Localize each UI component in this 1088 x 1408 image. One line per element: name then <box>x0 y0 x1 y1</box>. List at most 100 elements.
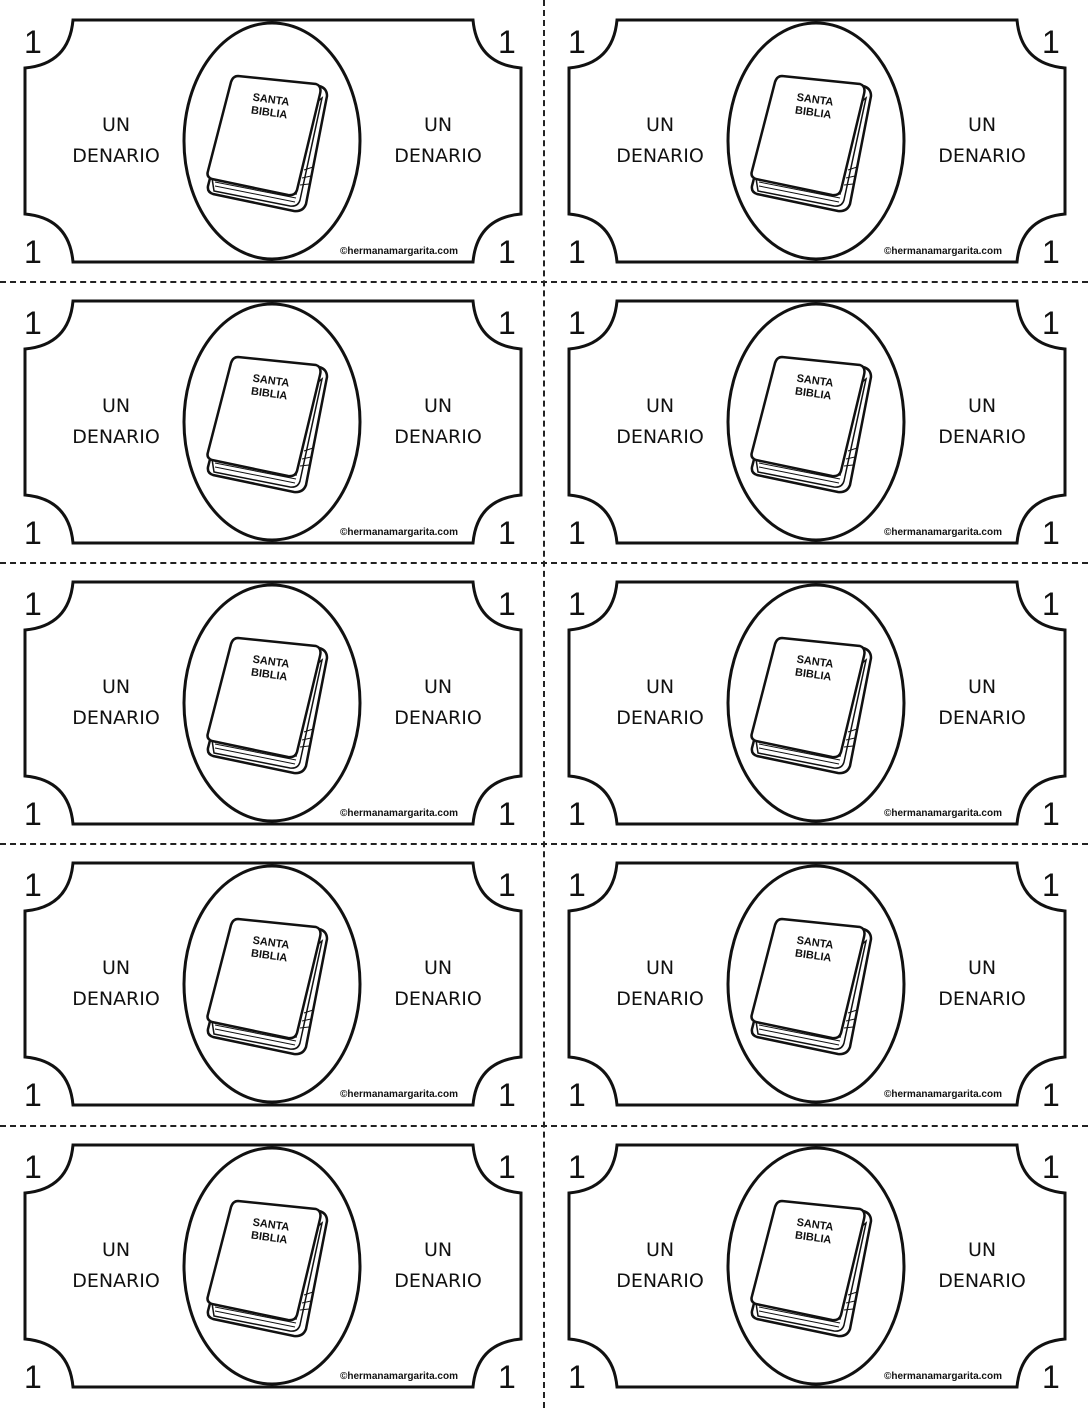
bible-book-icon <box>206 636 329 775</box>
denomination-right: UN DENARIO <box>922 391 1042 453</box>
bible-book-icon <box>206 355 329 494</box>
value-bottom-left: 1 <box>568 1077 586 1113</box>
bible-book-icon <box>750 636 873 775</box>
denario-bill: 1 1 1 1 UN DENARIO UN DENARIO SANTA BIBL… <box>544 1125 1088 1406</box>
denomination-right: UN DENARIO <box>922 1235 1042 1297</box>
denomination-line2: DENARIO <box>394 707 482 729</box>
denario-bill: 1 1 1 1 UN DENARIO UN DENARIO SANTA BIBL… <box>0 843 544 1124</box>
value-top-right: 1 <box>1042 1149 1060 1185</box>
bible-book-icon <box>750 917 873 1056</box>
value-top-left: 1 <box>24 1149 42 1185</box>
denomination-right: UN DENARIO <box>922 110 1042 172</box>
value-bottom-right: 1 <box>498 234 516 270</box>
copyright-text: ©hermanamargarita.com <box>340 808 458 819</box>
value-top-left: 1 <box>568 305 586 341</box>
value-bottom-right: 1 <box>1042 796 1060 832</box>
denomination-line2: DENARIO <box>938 988 1026 1010</box>
denomination-line1: UN <box>423 1239 453 1261</box>
value-bottom-right: 1 <box>1042 1077 1060 1113</box>
value-top-left: 1 <box>568 24 586 60</box>
denomination-left: UN DENARIO <box>56 672 176 734</box>
value-bottom-right: 1 <box>1042 515 1060 551</box>
bill-frame <box>23 299 523 545</box>
denomination-left: UN DENARIO <box>600 110 720 172</box>
value-bottom-left: 1 <box>24 1077 42 1113</box>
bible-book-icon <box>750 355 873 494</box>
denomination-right: UN DENARIO <box>922 953 1042 1015</box>
value-top-left: 1 <box>24 305 42 341</box>
denomination-line1: UN <box>645 957 675 979</box>
bill-frame <box>23 1143 523 1389</box>
denario-bill: 1 1 1 1 UN DENARIO UN DENARIO SANTA BIBL… <box>0 0 544 281</box>
copyright-text: ©hermanamargarita.com <box>340 246 458 257</box>
copyright-text: ©hermanamargarita.com <box>340 1089 458 1100</box>
denomination-line1: UN <box>101 676 131 698</box>
denomination-line2: DENARIO <box>72 426 160 448</box>
denomination-line1: UN <box>967 676 997 698</box>
copyright-text: ©hermanamargarita.com <box>884 1089 1002 1100</box>
bible-book-icon <box>206 1199 329 1338</box>
denomination-right: UN DENARIO <box>378 391 498 453</box>
denomination-line1: UN <box>423 957 453 979</box>
denomination-line1: UN <box>967 395 997 417</box>
value-top-right: 1 <box>1042 24 1060 60</box>
value-top-left: 1 <box>568 1149 586 1185</box>
value-top-right: 1 <box>498 1149 516 1185</box>
bill-frame <box>567 580 1067 826</box>
denomination-left: UN DENARIO <box>600 672 720 734</box>
copyright-text: ©hermanamargarita.com <box>884 808 1002 819</box>
denario-bill: 1 1 1 1 UN DENARIO UN DENARIO SANTA BIBL… <box>544 0 1088 281</box>
denario-bill: 1 1 1 1 UN DENARIO UN DENARIO SANTA BIBL… <box>0 281 544 562</box>
denomination-line2: DENARIO <box>72 707 160 729</box>
value-bottom-right: 1 <box>498 1077 516 1113</box>
denomination-line2: DENARIO <box>616 707 704 729</box>
value-bottom-left: 1 <box>568 234 586 270</box>
value-bottom-left: 1 <box>568 796 586 832</box>
value-bottom-left: 1 <box>24 234 42 270</box>
denomination-line1: UN <box>423 676 453 698</box>
denomination-line1: UN <box>645 676 675 698</box>
denomination-right: UN DENARIO <box>378 953 498 1015</box>
denario-bill: 1 1 1 1 UN DENARIO UN DENARIO SANTA BIBL… <box>544 843 1088 1124</box>
denomination-line2: DENARIO <box>616 426 704 448</box>
denomination-right: UN DENARIO <box>378 672 498 734</box>
value-top-right: 1 <box>1042 305 1060 341</box>
value-bottom-left: 1 <box>24 515 42 551</box>
denomination-line2: DENARIO <box>394 1270 482 1292</box>
copyright-text: ©hermanamargarita.com <box>884 246 1002 257</box>
denomination-line2: DENARIO <box>938 1270 1026 1292</box>
value-top-right: 1 <box>498 867 516 903</box>
denomination-line1: UN <box>645 395 675 417</box>
value-bottom-right: 1 <box>498 796 516 832</box>
value-bottom-right: 1 <box>1042 234 1060 270</box>
bill-frame <box>23 580 523 826</box>
value-top-right: 1 <box>1042 586 1060 622</box>
denomination-line2: DENARIO <box>72 145 160 167</box>
value-top-left: 1 <box>24 24 42 60</box>
copyright-text: ©hermanamargarita.com <box>884 527 1002 538</box>
bill-frame <box>567 861 1067 1107</box>
denomination-line2: DENARIO <box>394 145 482 167</box>
value-bottom-left: 1 <box>24 796 42 832</box>
denomination-line2: DENARIO <box>394 426 482 448</box>
bill-frame <box>23 861 523 1107</box>
value-bottom-left: 1 <box>568 515 586 551</box>
denomination-right: UN DENARIO <box>378 110 498 172</box>
denomination-line1: UN <box>101 114 131 136</box>
bible-book-icon <box>750 1199 873 1338</box>
denomination-line1: UN <box>101 1239 131 1261</box>
value-top-left: 1 <box>24 586 42 622</box>
copyright-text: ©hermanamargarita.com <box>884 1371 1002 1382</box>
denomination-line1: UN <box>645 114 675 136</box>
denomination-line2: DENARIO <box>616 145 704 167</box>
bill-frame <box>567 18 1067 264</box>
value-top-left: 1 <box>568 586 586 622</box>
denomination-line1: UN <box>423 114 453 136</box>
denomination-right: UN DENARIO <box>378 1235 498 1297</box>
value-bottom-right: 1 <box>1042 1359 1060 1395</box>
denomination-left: UN DENARIO <box>56 110 176 172</box>
bill-frame <box>567 299 1067 545</box>
bible-book-icon <box>750 74 873 213</box>
denomination-right: UN DENARIO <box>922 672 1042 734</box>
